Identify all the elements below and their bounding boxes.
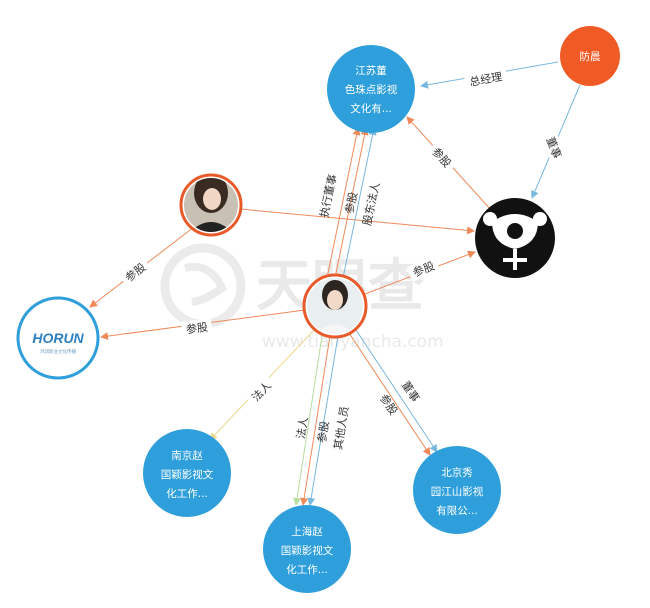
node-person-avatar-2[interactable] bbox=[179, 173, 243, 237]
edge-person1-beijing-a[interactable] bbox=[348, 332, 431, 456]
node-label-line: 色珠点影视 bbox=[345, 83, 398, 96]
svg-text:其他人员: 其他人员 bbox=[332, 405, 352, 450]
edge-person1-jiangsu-b[interactable] bbox=[334, 127, 369, 279]
node-person-fang[interactable]: 防晨 bbox=[560, 26, 620, 86]
edge-label-person1-jiangsu-b: 参股 bbox=[342, 191, 360, 215]
edge-label-person1-shanghai-a: 法人 bbox=[293, 416, 310, 440]
watermark-logo-icon bbox=[160, 243, 246, 329]
node-label-line: 北京秀 bbox=[441, 466, 473, 479]
svg-text:执行董事: 执行董事 bbox=[317, 173, 340, 219]
edge-label-person1-beijing-a: 参股 bbox=[377, 391, 401, 417]
watermark-url: www.tianyancha.com bbox=[262, 332, 444, 352]
edge-label-fang-jiangsu: 总经理 bbox=[463, 67, 508, 91]
edge-label-person1-shanghai-c: 其他人员 bbox=[332, 405, 352, 450]
svg-text:股东法人: 股东法人 bbox=[360, 181, 383, 227]
node-label-line: 化工作... bbox=[166, 487, 208, 500]
node-person-avatar-1[interactable] bbox=[302, 273, 368, 339]
svg-text:总经理: 总经理 bbox=[468, 69, 503, 89]
edge-label-person2-horun: 参股 bbox=[118, 256, 153, 288]
edge-label-person1-jiangsu-c: 股东法人 bbox=[360, 181, 383, 227]
node-label-line: 江苏董 bbox=[355, 64, 387, 77]
edge-label-person1-bear: 参股 bbox=[406, 256, 441, 282]
node-label-line: 南京赵 bbox=[171, 449, 203, 462]
edge-person1-jiangsu-c[interactable] bbox=[342, 127, 377, 279]
edge-label-person1-horun: 参股 bbox=[181, 318, 213, 338]
svg-text:参股: 参股 bbox=[185, 320, 209, 337]
svg-text:参股: 参股 bbox=[314, 420, 331, 444]
node-label-line: 园江山影视 bbox=[431, 485, 484, 498]
node-label-line: 国颖影视文 bbox=[281, 544, 334, 557]
node-company-nanjing[interactable]: 南京赵 国颖影视文 化工作... bbox=[143, 429, 231, 517]
edge-person1-shanghai-c[interactable] bbox=[307, 335, 339, 506]
edge-person1-beijing-b[interactable] bbox=[355, 329, 438, 453]
node-company-bear-logo[interactable] bbox=[475, 198, 555, 278]
horun-logo-subtext: 鸿润影业文化传播 bbox=[40, 348, 76, 355]
node-label-line: 上海赵 bbox=[291, 525, 323, 538]
edge-label-person1-jiangsu-a: 执行董事 bbox=[317, 173, 340, 219]
edge-person1-jiangsu-a[interactable] bbox=[326, 127, 361, 279]
edge-label-person1-nanjing: 法人 bbox=[245, 374, 278, 408]
person-photo-2 bbox=[184, 178, 238, 232]
node-company-horun[interactable]: HORUN 鸿润影业文化传播 bbox=[16, 296, 100, 380]
bear-logo-icon bbox=[483, 212, 547, 270]
svg-text:参股: 参股 bbox=[342, 191, 360, 215]
node-label-line: 国颖影视文 bbox=[161, 468, 214, 481]
edge-person2-bear[interactable] bbox=[239, 208, 475, 235]
nodes: 江苏董 色珠点影视 文化有... 防晨 bbox=[16, 26, 620, 593]
node-label-line: 化工作... bbox=[286, 563, 328, 576]
node-company-beijing[interactable]: 北京秀 园江山影视 有限公... bbox=[413, 446, 501, 534]
person-photo-1 bbox=[307, 278, 363, 334]
node-company-shanghai[interactable]: 上海赵 国颖影视文 化工作... bbox=[263, 505, 351, 593]
edge-person1-shanghai-a[interactable] bbox=[293, 335, 323, 506]
edge-person1-shanghai-b[interactable] bbox=[300, 335, 331, 506]
svg-text:法人: 法人 bbox=[293, 416, 310, 440]
edge-label-person1-shanghai-b: 参股 bbox=[314, 420, 331, 444]
svg-text:参股: 参股 bbox=[377, 391, 401, 417]
edge-label-fang-bear: 董事 bbox=[540, 130, 567, 165]
horun-logo-text: HORUN bbox=[32, 330, 84, 346]
node-label-line: 有限公... bbox=[436, 504, 478, 517]
edge-label-bear-jiangsu: 参股 bbox=[425, 140, 458, 174]
node-company-jiangsu[interactable]: 江苏董 色珠点影视 文化有... bbox=[327, 45, 415, 133]
node-label-line: 防晨 bbox=[580, 50, 601, 63]
node-label-line: 文化有... bbox=[350, 102, 392, 115]
